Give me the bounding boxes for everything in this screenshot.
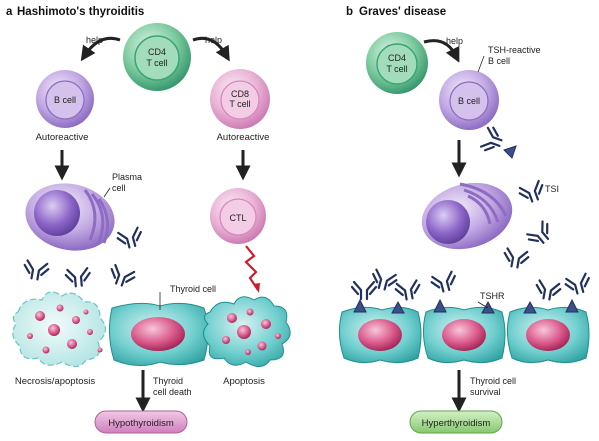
antibody-icon bbox=[563, 272, 594, 297]
plasma-cell bbox=[25, 183, 115, 251]
antibody-icon bbox=[350, 280, 378, 301]
tsh-label-line2: B cell bbox=[488, 56, 510, 66]
cell-death-line1: Thyroid bbox=[153, 376, 183, 386]
cd4-t-cell-b: CD4 T cell bbox=[366, 32, 428, 94]
plasma-label-line1: Plasma bbox=[112, 172, 142, 182]
panel-a-letter: a bbox=[6, 6, 13, 18]
help-arrow-b bbox=[423, 39, 460, 63]
surface-antibody-icon bbox=[479, 124, 506, 156]
cell-death-line2: cell death bbox=[153, 387, 192, 397]
help-label-right: help bbox=[205, 35, 222, 45]
tshr-receptor-icon bbox=[565, 298, 579, 313]
tshr-receptor-icon bbox=[391, 300, 405, 314]
antibody-icon bbox=[64, 266, 92, 289]
cd8-label-line1: CD8 bbox=[231, 89, 249, 99]
tsh-leader-line bbox=[477, 55, 485, 73]
b-cell-a: B cell bbox=[36, 70, 94, 128]
tshr-receptor-icon bbox=[481, 300, 495, 314]
antibody-icon bbox=[429, 270, 460, 295]
antibody-icon bbox=[106, 263, 138, 290]
panel-b-letter: b bbox=[346, 6, 353, 18]
hyperthyroidism-label: Hyperthyroidism bbox=[422, 418, 491, 429]
help-arrow-right bbox=[192, 36, 230, 62]
cd4-label-line2: T cell bbox=[146, 58, 167, 68]
lightning-bolt-icon bbox=[244, 245, 259, 291]
lightning-tip-icon bbox=[253, 283, 260, 293]
panel-a-title: Hashimoto's thyroiditis bbox=[17, 6, 144, 18]
necrotic-debris bbox=[12, 291, 107, 368]
plasma-cell-b bbox=[421, 182, 513, 250]
antibody-icon bbox=[21, 258, 51, 283]
tshr-label: TSHR bbox=[480, 291, 505, 301]
plasma-label-line2: cell bbox=[112, 183, 126, 193]
tshr-receptor-icon bbox=[523, 300, 537, 314]
thyroid-cell-a bbox=[108, 302, 209, 366]
thyroid-cell-b1 bbox=[338, 306, 422, 364]
antibody-icon bbox=[524, 219, 557, 250]
thyroid-cell-label: Thyroid cell bbox=[170, 284, 216, 294]
antibody-icon bbox=[393, 278, 423, 303]
cd4-b-label-line1: CD4 bbox=[388, 53, 406, 63]
ctl-label: CTL bbox=[229, 213, 246, 223]
tsh-label-line1: TSH-reactive bbox=[488, 45, 541, 55]
survival-line2: survival bbox=[470, 387, 501, 397]
cd4-label-line1: CD4 bbox=[148, 47, 166, 57]
tsi-antibody-icon bbox=[516, 179, 548, 206]
antibody-icon bbox=[533, 278, 563, 303]
apoptosis-label: Apoptosis bbox=[223, 376, 265, 387]
hypothyroidism-label: Hypothyroidism bbox=[108, 418, 174, 429]
necrosis-label: Necrosis/apoptosis bbox=[15, 376, 96, 387]
thyroid-cell-b2 bbox=[422, 306, 506, 364]
thyroid-cell-b3 bbox=[506, 306, 590, 364]
tsh-reactive-b-cell: B cell bbox=[439, 70, 499, 130]
tshr-receptor-icon bbox=[433, 298, 447, 313]
cd4-b-label-line2: T cell bbox=[386, 64, 407, 74]
cd8-t-cell: CD8 T cell bbox=[210, 69, 270, 129]
tsi-label: TSI bbox=[545, 184, 559, 194]
plasma-leader-line bbox=[103, 187, 111, 198]
receptor-tip-icon bbox=[503, 145, 517, 159]
apoptotic-cell bbox=[203, 296, 291, 367]
cd4-t-cell-a: CD4 T cell bbox=[123, 23, 191, 91]
autoreactive-label-left: Autoreactive bbox=[36, 132, 89, 143]
cd8-label-line2: T cell bbox=[229, 99, 250, 109]
hypothyroidism-badge bbox=[94, 410, 188, 434]
ctl-cell: CTL bbox=[210, 188, 266, 244]
tshr-leader-line bbox=[477, 301, 489, 309]
help-label-b: help bbox=[446, 36, 463, 46]
help-label-left: help bbox=[86, 35, 103, 45]
help-arrow-left bbox=[80, 36, 121, 62]
b-cell-label-a: B cell bbox=[54, 95, 76, 105]
hyperthyroidism-badge bbox=[409, 410, 503, 434]
panel-b-title: Graves' disease bbox=[359, 6, 446, 18]
b-cell-label-b: B cell bbox=[458, 96, 480, 106]
antibody-icon bbox=[115, 226, 146, 251]
tshr-receptor-icon bbox=[353, 298, 367, 313]
autoreactive-label-right: Autoreactive bbox=[217, 132, 270, 143]
antibody-icon bbox=[501, 246, 531, 271]
survival-line1: Thyroid cell bbox=[470, 376, 516, 386]
